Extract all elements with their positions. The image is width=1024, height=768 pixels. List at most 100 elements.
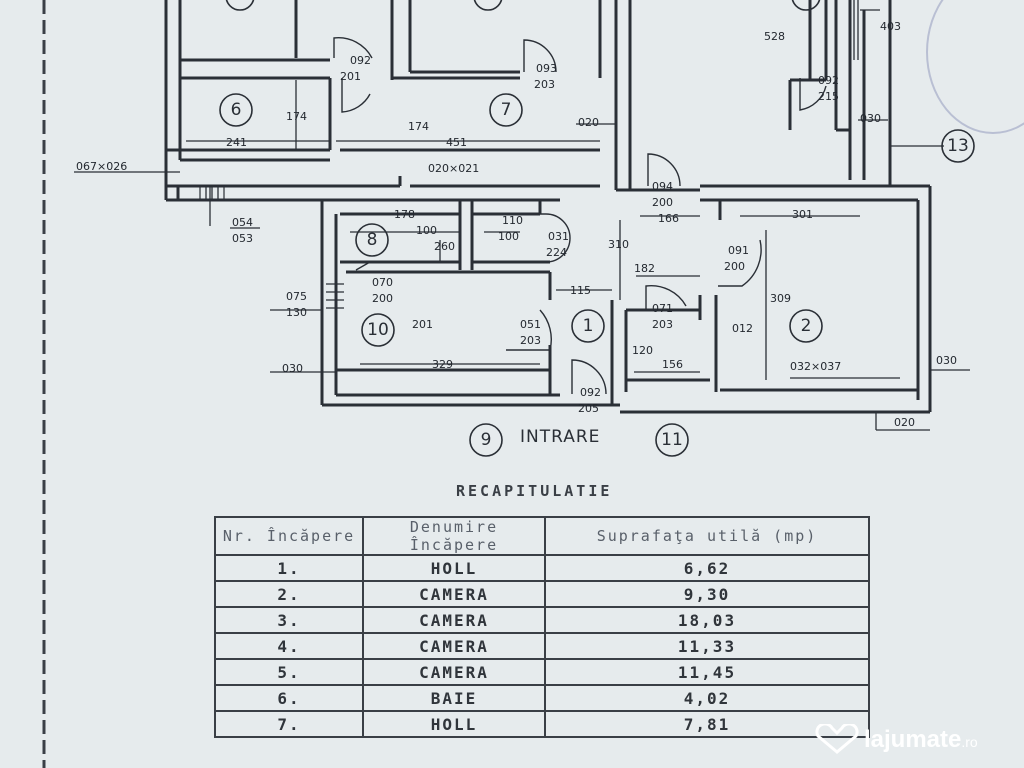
cell-name: CAMERA — [362, 658, 546, 686]
dim-label: 051 — [520, 318, 541, 331]
dim-label: 092 — [818, 74, 839, 87]
dim-label: 100 — [416, 224, 437, 237]
dim-label: 182 — [634, 262, 655, 275]
dim-label: 020 — [578, 116, 599, 129]
dim-label: 241 — [226, 136, 247, 149]
dim-label: 178 — [394, 208, 415, 221]
dim-label: 067×026 — [76, 160, 127, 173]
dim-label: 310 — [608, 238, 629, 251]
dim-label: 309 — [770, 292, 791, 305]
cell-area: 11,45 — [544, 658, 870, 686]
dim-label: 166 — [658, 212, 679, 225]
walls — [164, 0, 932, 414]
table-header-row: Nr. Încăpere Denumire Încăpere Suprafaţa… — [214, 516, 870, 556]
dim-label: 030 — [860, 112, 881, 125]
room-marker-9 — [469, 423, 503, 457]
cell-name: CAMERA — [362, 580, 546, 608]
doors — [333, 37, 827, 395]
room-marker-2 — [789, 309, 823, 343]
room-marker-11 — [655, 423, 689, 457]
watermark-brand: lajumate — [864, 726, 962, 753]
cell-nr: 1. — [214, 554, 364, 582]
dimension-labels: 528 403 092 201 093 203 092 215 174 241 … — [76, 20, 957, 429]
dim-label: 130 — [286, 306, 307, 319]
cell-nr: 5. — [214, 658, 364, 686]
dim-label: 054 — [232, 216, 253, 229]
dim-label: 403 — [880, 20, 901, 33]
room-number-2: 2 — [801, 316, 812, 336]
watermark: lajumate.ro — [864, 726, 978, 754]
header-nr: Nr. Încăpere — [214, 516, 364, 556]
cell-nr: 4. — [214, 632, 364, 660]
cell-area: 11,33 — [544, 632, 870, 660]
dim-label: 203 — [534, 78, 555, 91]
dim-label: 120 — [632, 344, 653, 357]
dim-label: 451 — [446, 136, 467, 149]
dim-label: 020 — [894, 416, 915, 429]
cell-nr: 3. — [214, 606, 364, 634]
dim-label: 200 — [372, 292, 393, 305]
dim-label: 201 — [412, 318, 433, 331]
room-marker-13 — [941, 129, 975, 163]
cell-area: 9,30 — [544, 580, 870, 608]
cell-name: CAMERA — [362, 632, 546, 660]
cell-name: CAMERA — [362, 606, 546, 634]
room-marker-1 — [571, 309, 605, 343]
dim-label: 071 — [652, 302, 673, 315]
room-marker-8 — [355, 223, 389, 257]
dim-label: 260 — [434, 240, 455, 253]
dim-label: 110 — [502, 214, 523, 227]
cell-nr: 7. — [214, 710, 364, 738]
room-number-11: 11 — [661, 430, 683, 450]
room-number-1: 1 — [583, 316, 594, 336]
room-marker-4-partial — [473, 0, 503, 11]
dim-label: 053 — [232, 232, 253, 245]
dim-label: 115 — [570, 284, 591, 297]
dim-label: 100 — [498, 230, 519, 243]
dim-label: 093 — [536, 62, 557, 75]
cell-area: 18,03 — [544, 606, 870, 634]
dim-label: 224 — [546, 246, 567, 259]
dim-label: 032×037 — [790, 360, 841, 373]
dim-label: 174 — [286, 110, 307, 123]
dim-label: 156 — [662, 358, 683, 371]
room-markers: 1 2 6 7 8 9 10 11 13 — [219, 0, 975, 457]
room-number-7: 7 — [501, 100, 512, 120]
room-marker-3-partial — [791, 0, 821, 11]
dim-label: 301 — [792, 208, 813, 221]
room-marker-10 — [361, 313, 395, 347]
dim-label: 200 — [724, 260, 745, 273]
dim-label: 203 — [652, 318, 673, 331]
room-number-6: 6 — [231, 100, 242, 120]
dim-label: 094 — [652, 180, 673, 193]
recap-table: Nr. Încăpere Denumire Încăpere Suprafaţa… — [214, 516, 870, 738]
cell-name: HOLL — [362, 554, 546, 582]
header-area: Suprafaţa utilă (mp) — [544, 516, 870, 556]
cell-name: BAIE — [362, 684, 546, 712]
room-number-8: 8 — [367, 230, 378, 250]
dim-label: 012 — [732, 322, 753, 335]
watermark-tld: .ro — [961, 734, 978, 750]
cell-area: 4,02 — [544, 684, 870, 712]
dim-label: 091 — [728, 244, 749, 257]
room-marker-5-partial — [225, 0, 255, 11]
room-marker-6 — [219, 93, 253, 127]
cell-area: 6,62 — [544, 554, 870, 582]
dim-label: 528 — [764, 30, 785, 43]
dim-label: 200 — [652, 196, 673, 209]
cell-nr: 6. — [214, 684, 364, 712]
dim-label: 203 — [520, 334, 541, 347]
header-name: Denumire Încăpere — [362, 516, 546, 556]
dim-label: 030 — [936, 354, 957, 367]
dim-label: 215 — [818, 90, 839, 103]
entrance-label: INTRARE — [520, 427, 600, 447]
dim-label: 092 — [350, 54, 371, 67]
dim-label: 092 — [580, 386, 601, 399]
dimension-lines — [74, 9, 970, 431]
